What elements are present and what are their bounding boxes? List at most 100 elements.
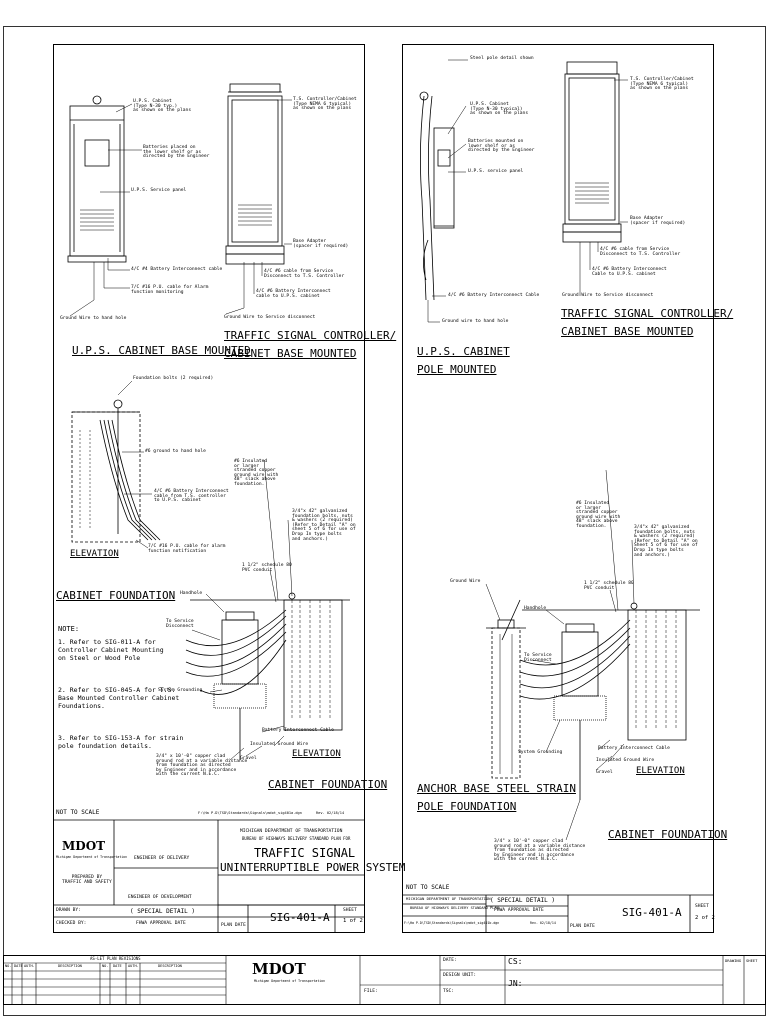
rev-col-desc: DESCRIPTION [58,964,82,968]
rev-col-date-2: DATE [113,964,122,968]
battery-interconnect-cable-callout-2: Battery Interconnect Cable [598,746,670,751]
revisions-header: AS-LET PLAN REVISIONS [90,956,141,961]
note-2: 2. Refer to SIG-045-A for T.S. Base Moun… [58,686,180,711]
ground-disconnect-callout-2: Ground Wire to Service disconnect [562,293,654,298]
dept-line-2: BUREAU OF HIGHWAYS DELIVERY STANDARD PLA… [242,836,351,841]
tsc-label: TSC: [443,989,455,994]
drawn-by: DRAWN BY: [56,908,81,913]
plan-date-1: PLAN DATE [221,923,246,928]
dept-line-4: BUREAU OF HIGHWAYS DELIVERY STANDARD PLA… [410,906,499,910]
base-adapter-callout: Base Adapter (spacer if required) [293,239,349,249]
ts-base-mounted-title-2: CABINET BASE MOUNTED [224,347,357,360]
battery-cable-2-callout-2: 4/C #6 Battery Interconnect Cable to U.P… [592,267,667,277]
drawing-label: DRAWING [725,958,742,963]
date-label: DATE: [443,958,457,963]
steel-pole-drawing [419,91,455,301]
elevation-label-3: ELEVATION [636,766,685,776]
revision-date-2: Rev. 02/18/14 [530,921,556,925]
battery-cable-callout: 4/C #4 Battery Interconnect cable [131,267,223,272]
rev-col-no: NO. [5,964,12,968]
ts-base-mounted-title-3: TRAFFIC SIGNAL CONTROLLER/ [561,307,734,320]
galvanized-bolts-callout: 3/4"x 42" galvanized foundation bolts, n… [292,509,356,542]
copper-clad-callout-2: 3/4" x 10'-0" copper clad ground rod at … [494,839,586,863]
file-label: FILE: [364,989,378,994]
ts-base-mounted-title-4: CABINET BASE MOUNTED [561,325,694,338]
pu-cable-callout: 7/C #16 P.U. cable for Alarm function mo… [131,285,209,295]
ups-cabinet-drawing [67,95,127,263]
cabinet-foundation-title-2: CABINET FOUNDATION [268,778,388,791]
system-grounding-callout-2: System Grounding [518,750,563,755]
mdot-subtitle-2: Michigan Department of Transportation [254,979,326,983]
cabinet-foundation-title-1: CABINET FOUNDATION [56,589,176,602]
ground-disconnect-callout: Ground Wire to Service disconnect [224,315,316,320]
mdot-subtitle-1: Michigan Department of Transportation [56,855,128,859]
special-detail-1: ( SPECIAL DETAIL ) [130,908,196,915]
service-panel-callout: U.P.S. Service panel [131,188,187,193]
to-service-callout: To Service Disconnect [166,619,194,629]
fhwa-approval-2: FHWA APPROVAL DATE [494,908,544,913]
ups-pole-mounted-title-1: U.P.S. CABINET [417,345,510,358]
file-path-1: F:\Ha P.D\TSD\Standards\Signals\mdot_sig… [198,811,302,815]
battery-cable-callout-2: 4/C #6 Battery Interconnect Cable [448,293,540,298]
drawing-frame [3,26,766,1016]
system-grounding-callout: System Grounding [158,688,203,693]
sheet-2-title-block [402,894,714,933]
to-service-callout-2: To Service Disconnect [524,653,552,663]
note-3: 3. Refer to SIG-153-A for strain pole fo… [58,734,184,751]
handhole-callout-2: Handhole [524,606,547,611]
ts-cabinet-drawing [225,83,285,265]
sheet-2 [402,44,714,933]
elevation-label-2: ELEVATION [292,749,341,759]
foundation-section-drawing [185,592,350,760]
cabinet-foundation-title-3: CABINET FOUNDATION [608,828,728,841]
ground-hand-hole-callout: #6 ground to hand hole [145,449,206,454]
ts-cabinet-callout-2: T.S. Controller/Cabinet (Type NEMA 6 typ… [630,77,694,92]
insulated-ground-callout-2: #6 Insulated or larger stranded copper g… [576,501,621,529]
not-to-scale-1: NOT TO SCALE [56,809,100,816]
rev-col-desc-2: DESCRIPTION [158,964,182,968]
elevation-label-1: ELEVATION [70,549,119,559]
dept-line-3: MICHIGAN DEPARTMENT OF TRANSPORTATION [406,896,491,901]
checked-by: CHECKED BY: [56,921,87,926]
handhole-callout: Handhole [180,591,203,596]
service-panel-callout-2: U.P.S. service panel [468,169,524,174]
ts-base-mounted-title-1: TRAFFIC SIGNAL CONTROLLER/ [224,329,397,342]
anchor-base-title-1: ANCHOR BASE STEEL STRAIN [417,782,576,795]
insulated-ground-wire-callout-2: Insulated Ground Wire [596,758,655,763]
fhwa-approval-1: FHWA APPROVAL DATE [136,921,186,926]
rev-col-auth-2: AUTH. [128,964,139,968]
mdot-logo-1: MDOT [62,839,106,853]
sheet-1 [53,44,365,933]
battery-interconnect-cable-callout: Battery Interconnect Cable [262,728,334,733]
anchor-base-title-2: POLE FOUNDATION [417,800,517,813]
plan-title-2: UNINTERRUPTIBLE POWER SYSTEM [220,861,406,874]
conduit-callout-2: 1 1/2" schedule 80 PVC conduit [584,581,634,591]
conduit-callout: 1 1/2" schedule 80 PVC conduit [242,563,292,573]
engineer-of-delivery: ENGINEER OF DELIVERY [134,856,190,861]
engineer-of-development: ENGINEER OF DEVELOPMENT [128,895,192,900]
sheet-label-bottom: SHEET [746,958,758,963]
service-cable-callout-2: 4/C #6 cable from Service Disconnect to … [600,247,681,257]
mdot-logo-2: MDOT [252,960,306,978]
revision-date-1: Rev. 02/18/14 [316,811,345,815]
note-1: 1. Refer to SIG-011-A for Controller Cab… [58,638,164,663]
insulated-ground-callout: #6 Insulated or larger stranded copper g… [234,459,279,487]
pu-alarm-callout: 7/C #16 P.U. cable for alarm function no… [148,544,226,554]
cs-label: CS: [508,957,523,966]
special-detail-2: ( SPECIAL DETAIL ) [490,897,556,904]
ground-wire-callout: Ground Wire to hand hole [60,316,127,321]
base-adapter-callout-2: Base Adapter (spacer if required) [630,216,686,226]
sheet-number-1: SIG-401-A [270,911,330,924]
ts-cabinet-callout: T.S. Controller/Cabinet (Type NEMA 6 typ… [293,97,357,112]
sheet-count-1: 1 of 2 [343,918,363,924]
plan-title-1: TRAFFIC SIGNAL [254,846,356,860]
foundation-bolts-callout: Foundation bolts (2 required) [133,376,214,381]
ground-hand-hole-callout-2: Ground wire to hand hole [442,319,509,324]
not-to-scale-2: NOT TO SCALE [406,884,450,891]
ups-cabinet-callout-2: U.P.S. Cabinet (Type N-30 typical) as sh… [470,102,529,117]
batteries-callout-2: Batteries mounted on lower shelf or as d… [468,139,535,154]
ups-base-mounted-title: U.P.S. CABINET BASE MOUNTED [72,344,251,357]
